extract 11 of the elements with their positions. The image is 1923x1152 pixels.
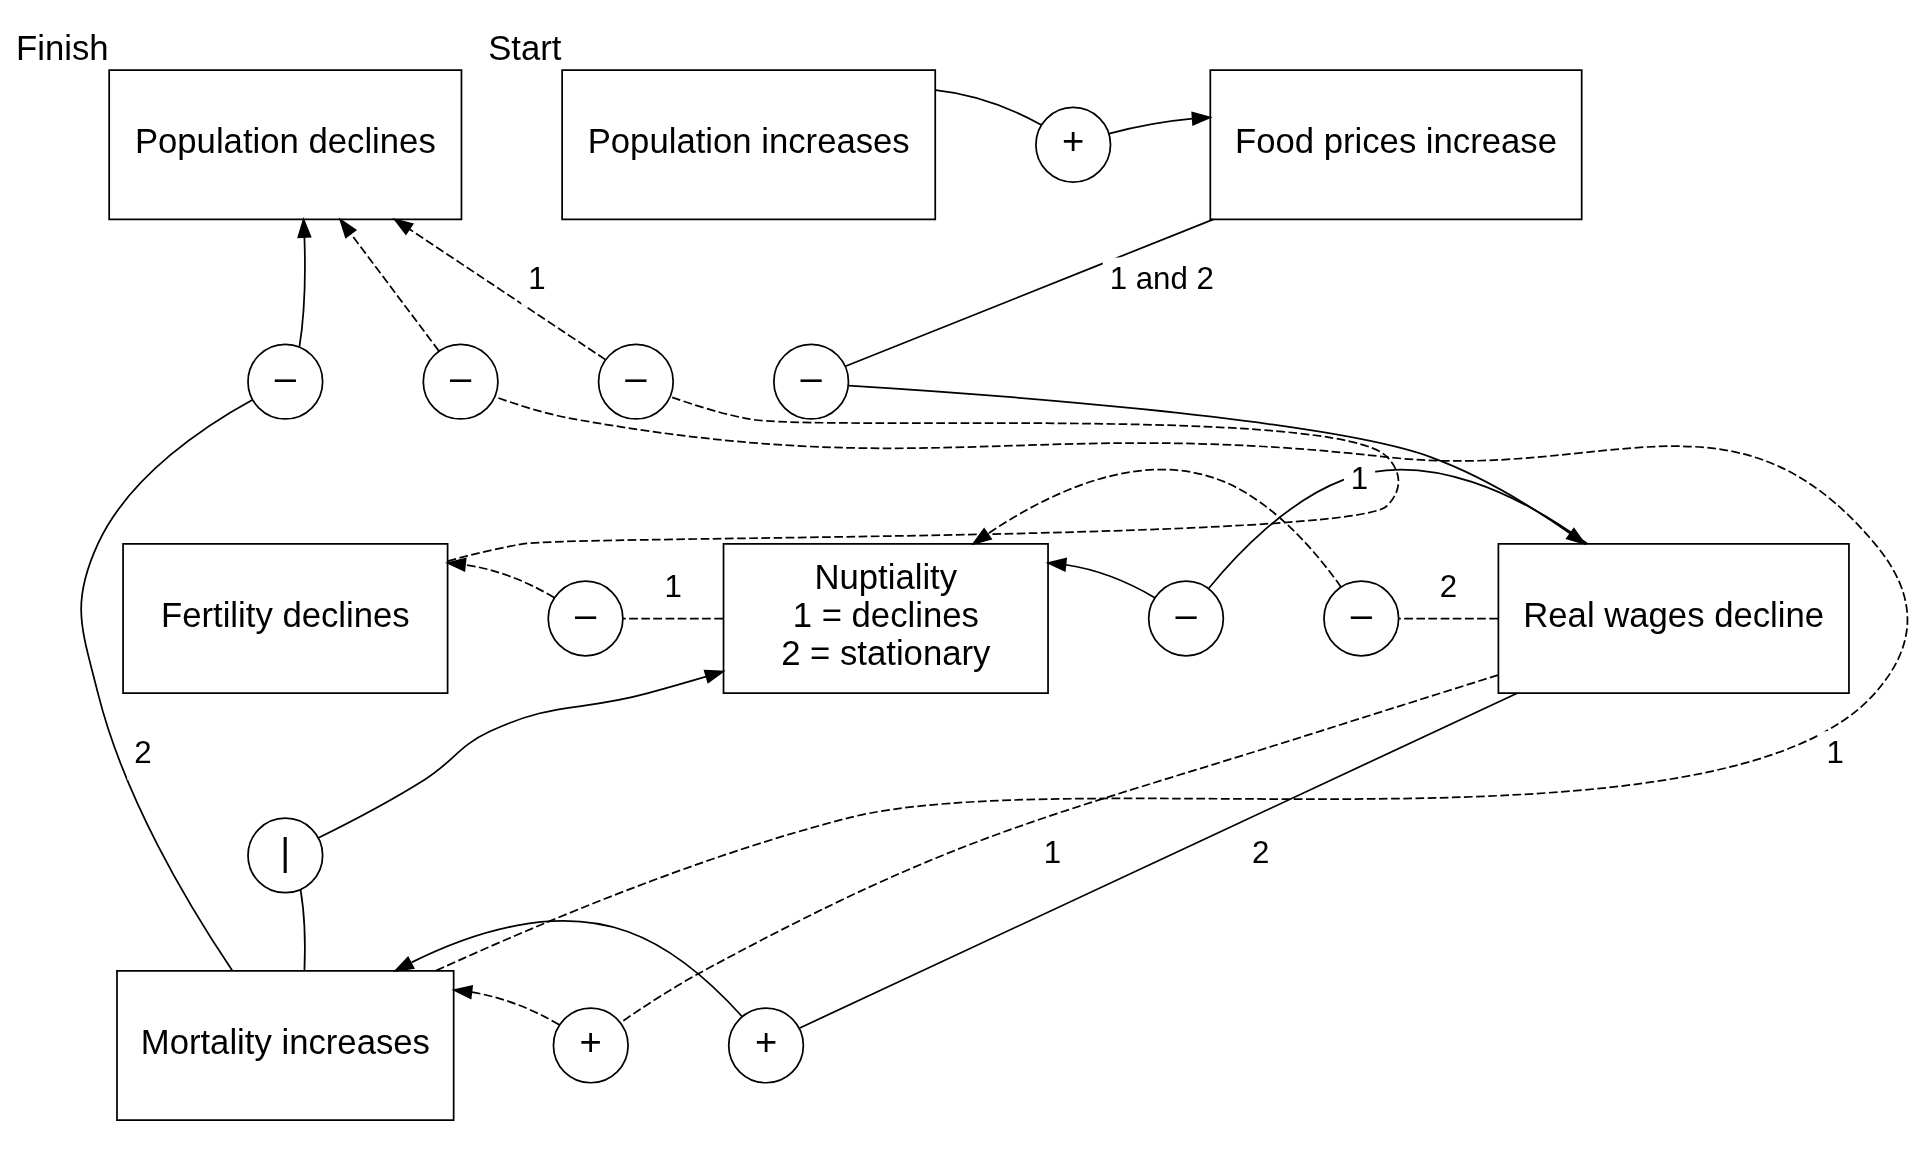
edge-label: 1 [1350,461,1369,497]
node-label: Start [488,28,562,67]
edge-label: 1 [1826,735,1844,771]
edge-label: 1 and 2 [1109,261,1214,297]
edge-label: 2 [1439,568,1458,604]
edge-label: 2 [134,735,152,771]
edge-label: 2 [1251,835,1270,871]
edge-label: 1 [1043,835,1062,871]
node-label: Finish [16,28,109,67]
edge-label: 1 [528,261,546,297]
edge-label: 1 [664,568,682,604]
